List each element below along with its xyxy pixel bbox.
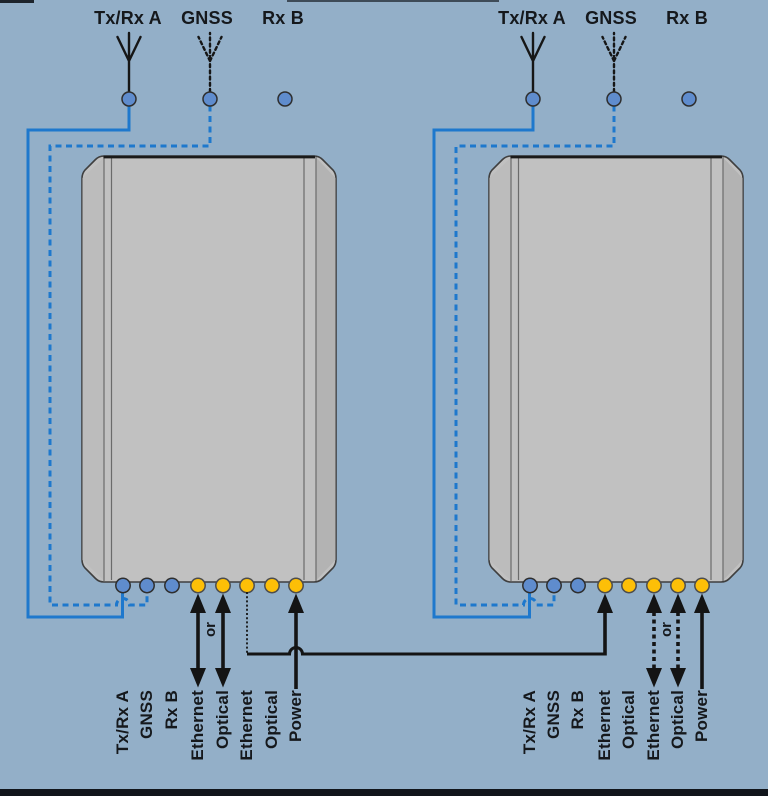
antenna-icon-gnss-left (197, 31, 223, 94)
antenna-mount-dots-right (525, 91, 697, 107)
device-right (488, 155, 744, 583)
port-optical-1 (215, 577, 231, 594)
port-label-ethernet1-left: Ethernet (188, 690, 207, 761)
top-dark-strip (287, 0, 499, 2)
arrow-up-icon (597, 593, 613, 613)
arrow-up-icon (646, 593, 662, 613)
port-label-txrxa-right: Tx/Rx A (520, 690, 539, 755)
port-label-optical2-left: Optical (262, 690, 281, 750)
antenna-mount-dots-left (121, 91, 293, 107)
device-side-wall-right (316, 157, 336, 581)
port-optical-2 (264, 577, 280, 594)
port-label-ethernet1-right: Ethernet (595, 690, 614, 761)
mast-dot-txrxa (121, 91, 137, 107)
port-label-rxb-right: Rx B (568, 690, 587, 730)
port-label-power-right: Power (692, 690, 711, 743)
port-rxb (164, 577, 180, 594)
port-txrxa (115, 577, 131, 594)
port-label-ethernet2-right: Ethernet (644, 690, 663, 761)
top-left-dark-strip (0, 0, 34, 3)
port-ethernet-2 (239, 577, 255, 594)
device-side-wall-right (723, 157, 743, 581)
mast-dot-txrxa (525, 91, 541, 107)
port-label-optical1-right: Optical (619, 690, 638, 750)
mast-dot-gnss (202, 91, 218, 107)
port-optical-2 (670, 577, 686, 594)
or-label-right: or (658, 622, 675, 637)
cable-gnss-left (48, 105, 212, 607)
antenna-icon-txrxa-left (116, 31, 142, 94)
antenna-label-gnss-left: GNSS (181, 8, 233, 28)
port-gnss (139, 577, 155, 594)
port-txrxa (522, 577, 538, 594)
device-side-wall-left (82, 157, 104, 581)
antenna-label-txrxa-left: Tx/Rx A (94, 8, 162, 28)
bottom-connections-left (190, 593, 304, 689)
device-left (81, 155, 337, 583)
mast-dot-rxb (681, 91, 697, 107)
mast-dot-rxb (277, 91, 293, 107)
bottom-dark-strip (0, 789, 768, 796)
arrow-down-icon (646, 668, 662, 688)
bottom-ports-right (522, 577, 710, 594)
port-ethernet-1 (190, 577, 206, 594)
port-label-power-left: Power (286, 690, 305, 743)
device-body (81, 155, 337, 583)
cable-txrxa-left (26, 105, 131, 619)
antenna-label-rxb-right: Rx B (666, 8, 708, 28)
antenna-label-gnss-right: GNSS (585, 8, 637, 28)
device-fold-lines (510, 157, 724, 581)
device-side-wall-left (489, 157, 511, 581)
port-power (288, 577, 304, 594)
antenna-icon-txrxa-right (520, 31, 546, 94)
antenna-label-txrxa-right: Tx/Rx A (498, 8, 566, 28)
arrow-down-icon (670, 668, 686, 688)
port-ethernet-1 (597, 577, 613, 594)
port-label-optical1-left: Optical (213, 690, 232, 750)
ethernet-daisy-chain (246, 592, 613, 656)
or-label-left: or (202, 622, 219, 637)
arrow-down-icon (215, 668, 231, 688)
bottom-connections-right (646, 593, 710, 689)
device-body (488, 155, 744, 583)
antenna-label-rxb-left: Rx B (262, 8, 304, 28)
arrow-up-icon (670, 593, 686, 613)
cable-txrxa-right (432, 105, 535, 619)
port-ethernet-2 (646, 577, 662, 594)
port-gnss (546, 577, 562, 594)
port-label-optical2-right: Optical (668, 690, 687, 750)
arrow-down-icon (190, 668, 206, 688)
arrow-up-icon (694, 593, 710, 613)
port-label-gnss-right: GNSS (544, 690, 563, 739)
port-optical-1 (621, 577, 637, 594)
port-label-gnss-left: GNSS (137, 690, 156, 739)
arrow-up-icon (215, 593, 231, 613)
port-label-ethernet2-left: Ethernet (237, 690, 256, 761)
port-label-rxb-left: Rx B (162, 690, 181, 730)
arrow-up-icon (190, 593, 206, 613)
arrow-up-icon (288, 593, 304, 613)
device-fold-lines (103, 157, 317, 581)
mast-dot-gnss (606, 91, 622, 107)
port-rxb (570, 577, 586, 594)
daisy-chain-run (247, 646, 606, 656)
port-label-txrxa-left: Tx/Rx A (113, 690, 132, 755)
port-power (694, 577, 710, 594)
antenna-icon-gnss-right (601, 31, 627, 94)
